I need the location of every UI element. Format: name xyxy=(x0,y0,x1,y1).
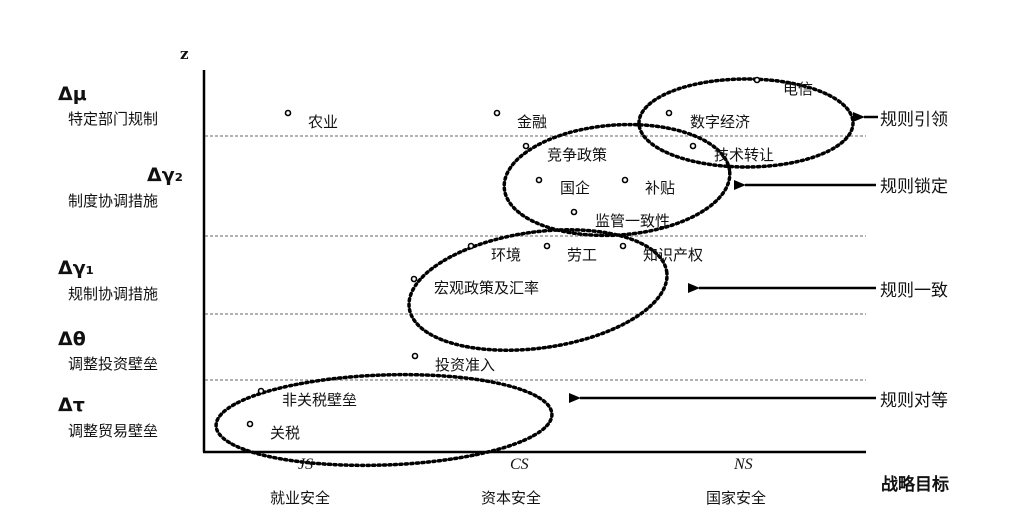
x-category-symbol: NS xyxy=(734,456,753,473)
rule-label: 规则对等 xyxy=(880,391,948,411)
item-label: 数字经济 xyxy=(690,113,751,131)
dot-labor xyxy=(543,242,551,250)
y-level-symbol: Δθ xyxy=(58,328,86,350)
dot-agriculture xyxy=(284,109,292,117)
item-label: 金融 xyxy=(517,113,548,131)
dot-regulatory-coherence xyxy=(570,208,578,216)
ellipse-rule-reciprocal xyxy=(214,372,554,468)
dot-investment-access xyxy=(411,352,419,360)
z-axis-label: z xyxy=(180,45,189,63)
y-level-label: 调整投资壁垒 xyxy=(68,355,159,373)
ellipse-rule-consistent xyxy=(407,228,669,352)
y-level-label: 制度协调措施 xyxy=(68,192,159,210)
item-label: 技术转让 xyxy=(714,146,775,164)
y-level-symbol: Δγ₁ xyxy=(58,257,94,279)
y-level-label: 调整贸易壁垒 xyxy=(68,422,159,440)
rule-label: 规则锁定 xyxy=(880,177,948,197)
x-axis-title: 战略目标 xyxy=(881,475,949,495)
item-label: 非关税壁垒 xyxy=(282,391,358,409)
dot-competition-policy xyxy=(522,142,530,150)
rule-label: 规则一致 xyxy=(880,281,948,301)
x-category-label: 就业安全 xyxy=(270,489,331,507)
item-label: 监管一致性 xyxy=(595,212,671,230)
y-level-symbol: Δγ₂ xyxy=(147,164,183,186)
dot-macro-policy xyxy=(410,275,418,283)
dot-digital-economy xyxy=(665,109,673,117)
item-label: 国企 xyxy=(560,179,591,197)
x-category-label: 资本安全 xyxy=(481,489,542,507)
y-level-symbol: Δτ xyxy=(58,394,85,416)
y-level-symbol: Δμ xyxy=(58,83,87,105)
ellipse-rule-lead xyxy=(637,77,855,169)
x-category-symbol: CS xyxy=(510,456,529,473)
item-label: 农业 xyxy=(308,113,339,131)
item-label: 关税 xyxy=(270,424,301,442)
item-label: 补贴 xyxy=(645,179,676,197)
x-category-symbol: JS xyxy=(298,456,314,473)
dot-ip xyxy=(619,242,627,250)
y-level-label: 规制协调措施 xyxy=(68,285,159,303)
dot-soe xyxy=(535,176,543,184)
y-level-label: 特定部门规制 xyxy=(68,110,159,128)
dot-technology-transfer xyxy=(689,142,697,150)
dot-non-tariff-barriers xyxy=(257,387,265,395)
dot-subsidy xyxy=(621,176,629,184)
dot-environment xyxy=(467,242,475,250)
x-category-label: 国家安全 xyxy=(706,489,767,507)
dot-telecom xyxy=(753,76,761,84)
item-label: 劳工 xyxy=(567,246,598,264)
rule-label: 规则引领 xyxy=(880,110,948,130)
item-label: 投资准入 xyxy=(435,356,496,374)
item-label: 宏观政策及汇率 xyxy=(434,279,540,297)
dot-finance xyxy=(493,109,501,117)
item-label: 竞争政策 xyxy=(547,146,608,164)
item-label: 环境 xyxy=(491,246,522,264)
dot-tariff xyxy=(246,420,254,428)
item-label: 电信 xyxy=(783,80,814,98)
item-label: 知识产权 xyxy=(643,246,704,264)
